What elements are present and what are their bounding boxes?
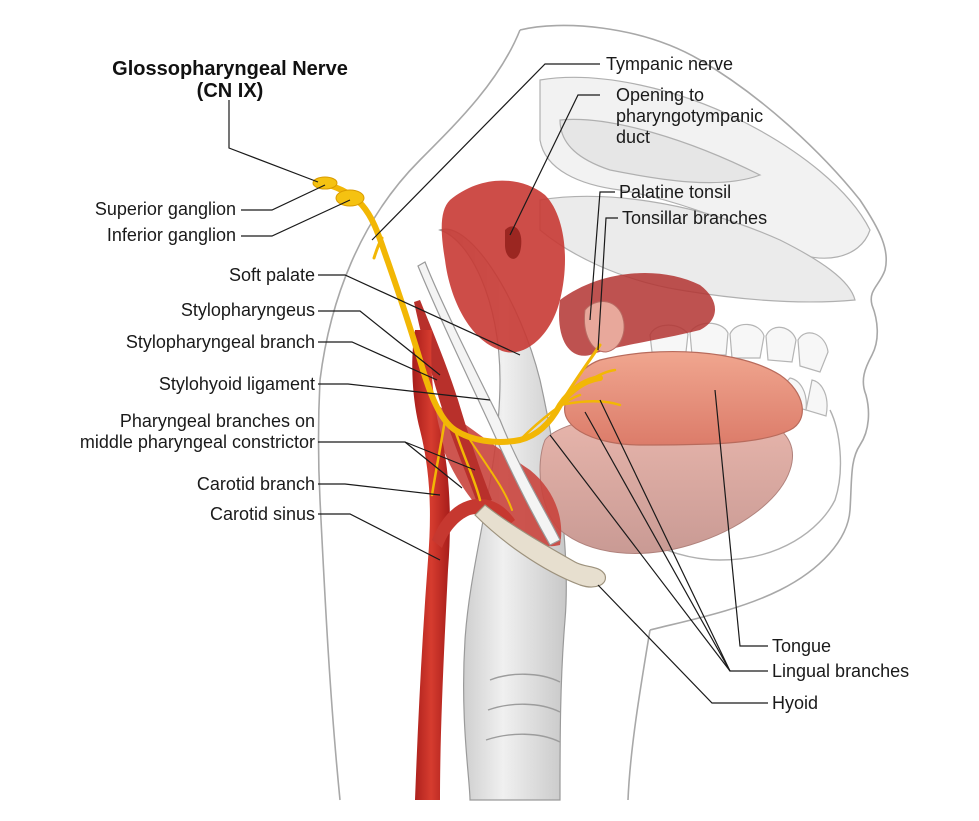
leader-soft-palate bbox=[318, 274, 521, 356]
inferior-ganglion-shape bbox=[335, 189, 365, 207]
label-soft-palate: Soft palate bbox=[228, 265, 315, 285]
label-carotid-sinus: Carotid sinus bbox=[209, 504, 315, 524]
label-opening-line3: duct bbox=[616, 127, 651, 147]
leader-inferior-ganglion bbox=[241, 199, 351, 237]
leader-title bbox=[228, 100, 319, 183]
leader-palatine-tonsil bbox=[589, 191, 615, 321]
nasopharynx-wall bbox=[441, 180, 565, 353]
label-superior-ganglion: Superior ganglion bbox=[94, 199, 236, 219]
leader-stylohyoid bbox=[318, 383, 491, 401]
leader-lines bbox=[228, 63, 768, 704]
leader-pharyngeal-branches-2 bbox=[404, 441, 476, 471]
leader-carotid-sinus bbox=[318, 513, 441, 561]
label-tongue: Tongue bbox=[772, 636, 832, 656]
leader-lingual-2 bbox=[584, 411, 731, 672]
leader-stylopharyngeus bbox=[318, 310, 441, 376]
leader-hyoid bbox=[597, 584, 768, 704]
glossopharyngeal-nerve bbox=[315, 179, 622, 511]
label-opening-line2: pharyngotympanic bbox=[616, 106, 764, 126]
label-pharyngeal-branches-line2: middle pharyngeal constrictor bbox=[79, 432, 315, 452]
pharyngotympanic-opening bbox=[505, 226, 522, 259]
head-outline bbox=[317, 24, 887, 801]
stylohyoid-ligament bbox=[417, 261, 561, 546]
label-stylopharyngeal-branch: Stylopharyngeal branch bbox=[125, 332, 315, 352]
leader-stylopharyngeal-branch bbox=[318, 341, 438, 381]
label-tonsillar-branches: Tonsillar branches bbox=[622, 208, 768, 228]
palatine-tonsil bbox=[583, 301, 625, 353]
label-lingual-branches: Lingual branches bbox=[772, 661, 910, 681]
leader-tonsillar-branches bbox=[597, 217, 618, 351]
trachea-rings bbox=[485, 673, 561, 743]
leader-opening bbox=[509, 94, 600, 236]
tongue bbox=[564, 350, 803, 446]
label-opening-line1: Opening to bbox=[616, 85, 705, 105]
label-stylohyoid-ligament: Stylohyoid ligament bbox=[158, 374, 315, 394]
label-hyoid: Hyoid bbox=[772, 693, 819, 713]
label-palatine-tonsil: Palatine tonsil bbox=[619, 182, 732, 202]
leader-superior-ganglion bbox=[241, 184, 326, 211]
label-tympanic-nerve: Tympanic nerve bbox=[606, 54, 734, 74]
diagram-title: Glossopharyngeal Nerve (CN IX) bbox=[96, 58, 364, 102]
title-line-1: Glossopharyngeal Nerve bbox=[112, 58, 348, 80]
leader-tongue bbox=[714, 389, 768, 647]
label-pharyngeal-branches-line1: Pharyngeal branches on bbox=[119, 411, 315, 431]
label-carotid-branch: Carotid branch bbox=[196, 474, 315, 494]
leader-lingual-3 bbox=[549, 434, 731, 672]
leader-tympanic-nerve bbox=[371, 63, 600, 241]
label-inferior-ganglion: Inferior ganglion bbox=[106, 225, 236, 245]
superior-ganglion-shape bbox=[312, 176, 338, 190]
label-stylopharyngeus: Stylopharyngeus bbox=[180, 300, 315, 320]
title-line-2: (CN IX) bbox=[196, 80, 264, 102]
stylopharyngeus-muscle bbox=[414, 300, 492, 505]
hyoid-bone bbox=[474, 504, 606, 588]
nasal-structures bbox=[539, 76, 871, 303]
leader-carotid-branch bbox=[318, 483, 441, 496]
